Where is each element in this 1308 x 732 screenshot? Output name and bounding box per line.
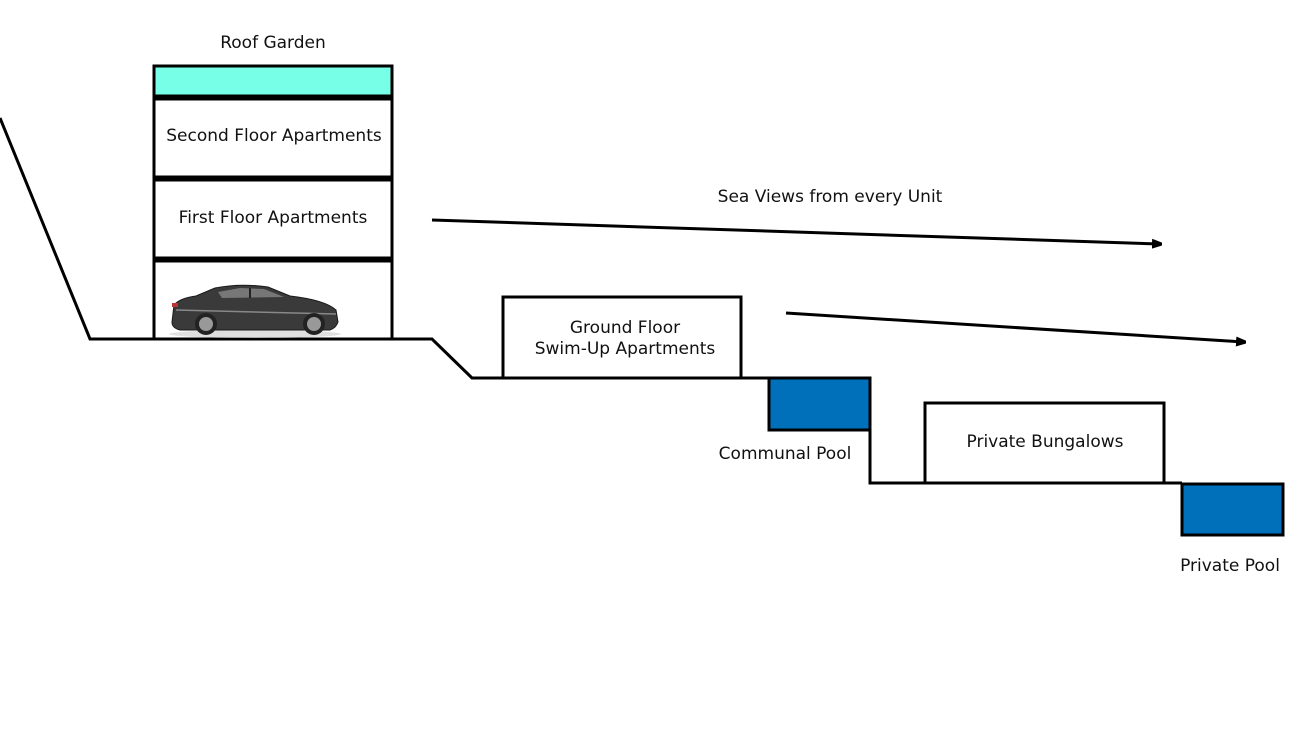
private-pool-block <box>1180 482 1285 537</box>
ground-floor-label-line2: Swim-Up Apartments <box>534 339 716 359</box>
roof-garden-label: Roof Garden <box>220 33 326 53</box>
car-icon <box>169 284 341 338</box>
ground-floor-block <box>501 295 743 380</box>
second-floor-block <box>152 97 394 179</box>
communal-pool-block <box>767 376 872 432</box>
private-bungalows-block <box>923 401 1166 485</box>
ground-floor-label-line1: Ground Floor <box>569 318 681 338</box>
sea-view-arrow-lower <box>785 311 1244 342</box>
second-floor-label: Second Floor Apartments <box>166 126 382 146</box>
private-bungalows-label: Private Bungalows <box>966 432 1124 452</box>
hillside-slope-line <box>0 117 1182 485</box>
private-pool-label: Private Pool <box>1180 556 1280 576</box>
communal-pool-label: Communal Pool <box>718 444 852 464</box>
sea-views-label: Sea Views from every Unit <box>717 187 943 207</box>
first-floor-label: First Floor Apartments <box>178 208 368 228</box>
sea-view-arrow-upper <box>431 218 1160 244</box>
first-floor-block <box>152 178 394 260</box>
roof-garden-block <box>152 64 394 98</box>
